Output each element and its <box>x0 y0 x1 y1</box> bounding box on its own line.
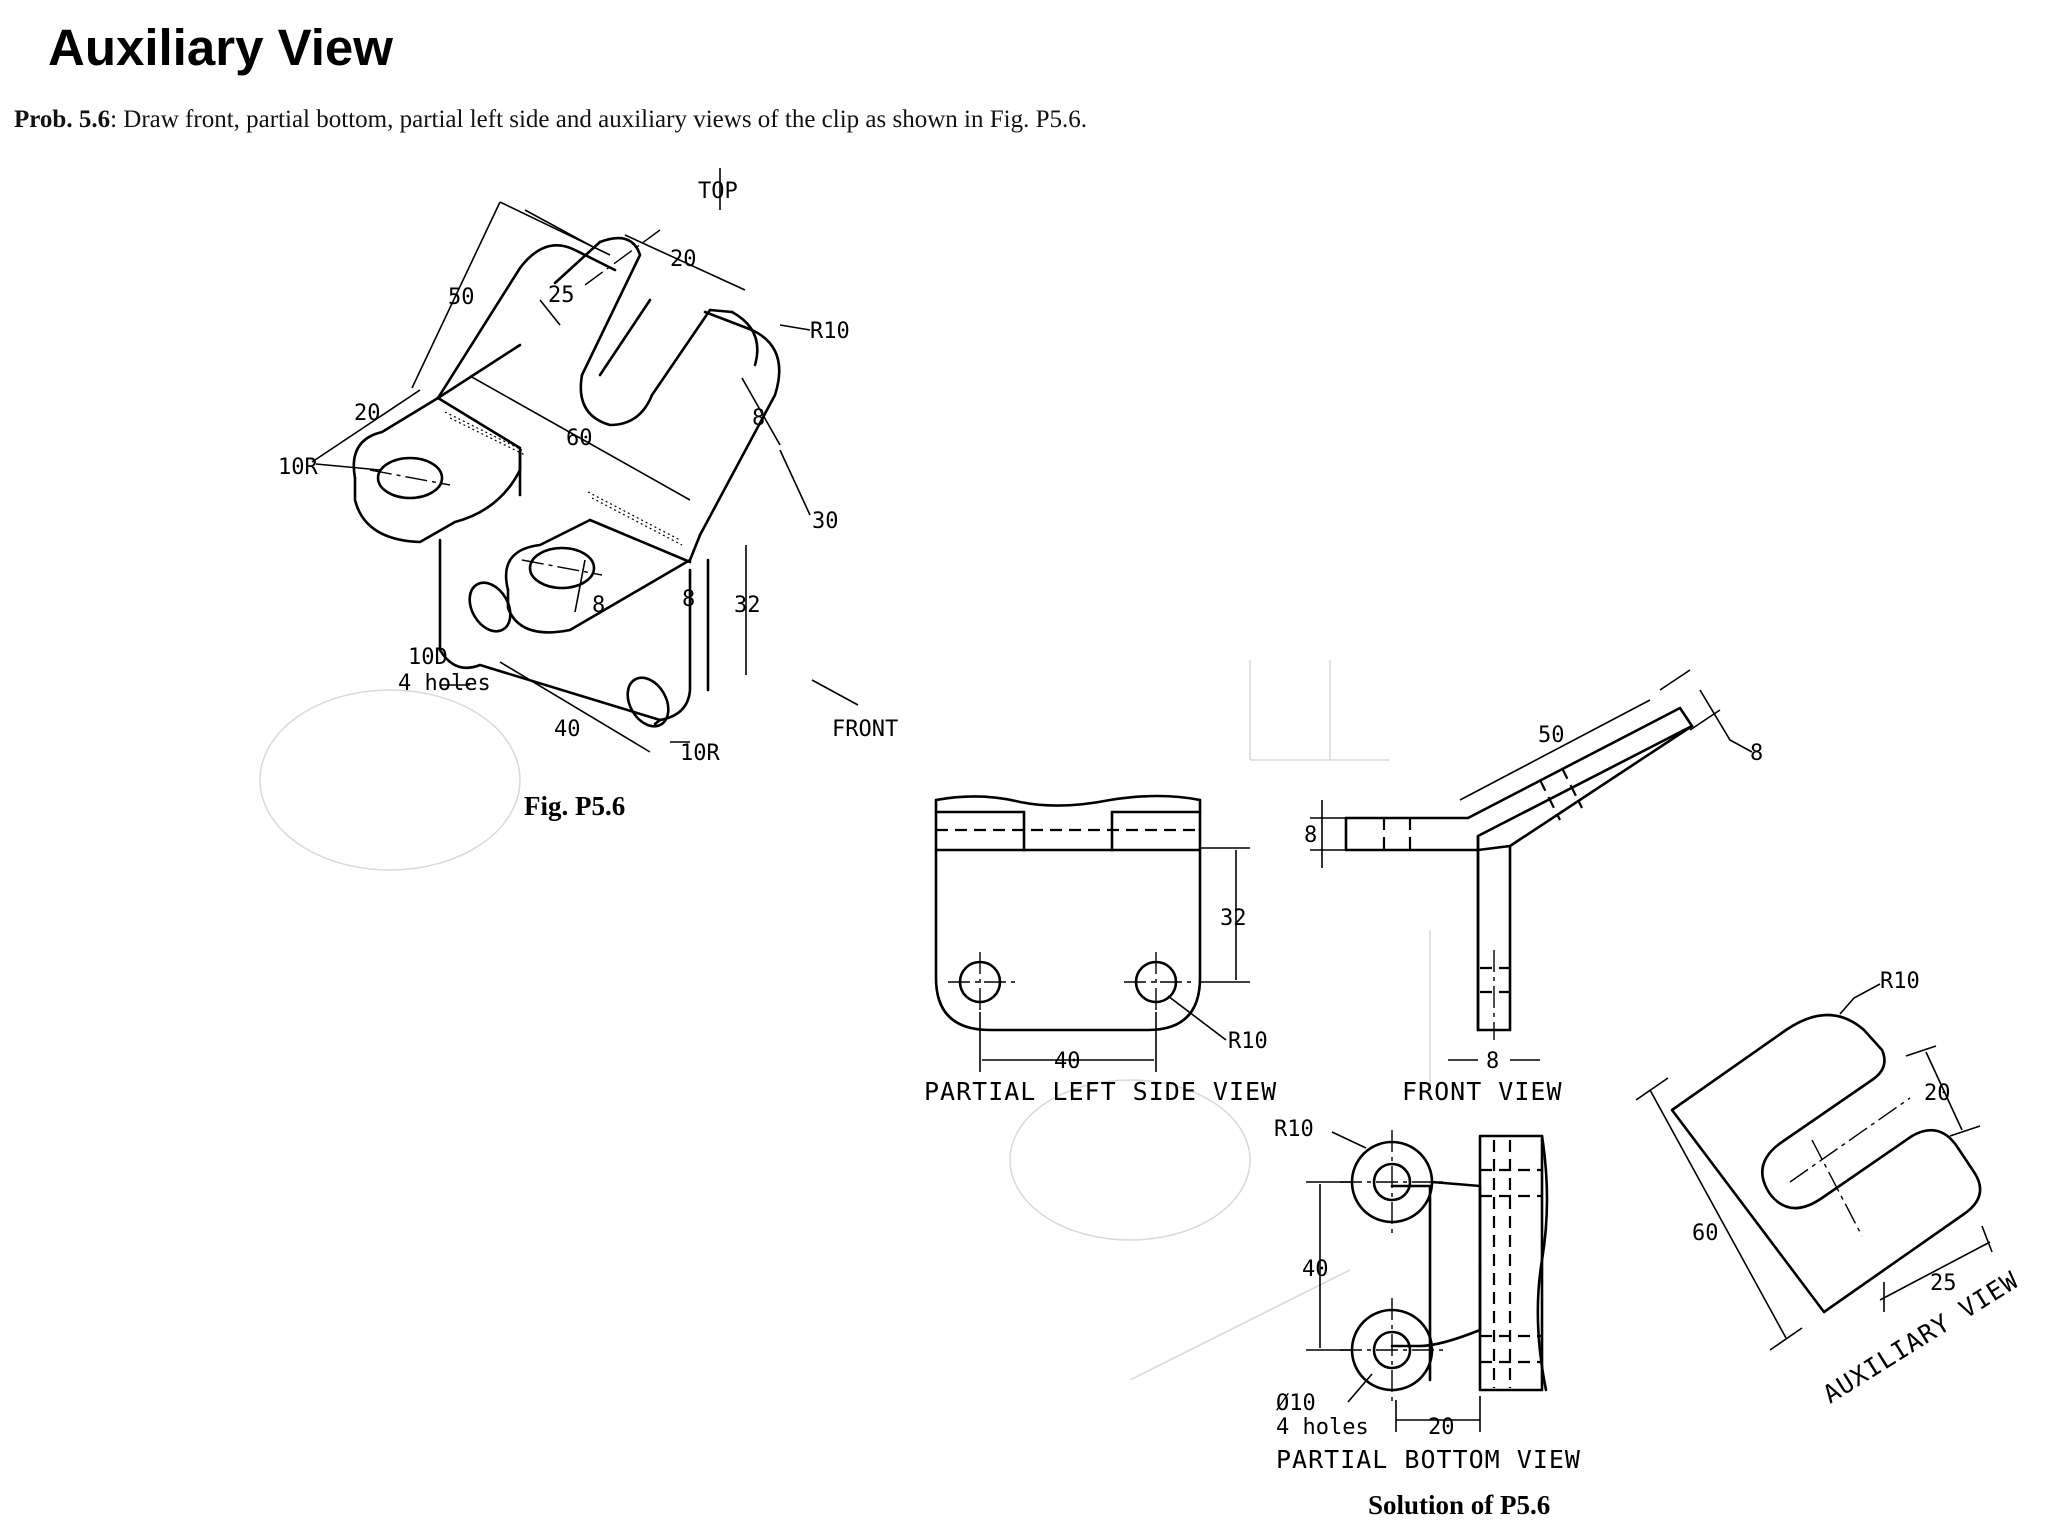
aux-dim-r10: R10 <box>1880 969 1920 994</box>
iso-dim-r10-bottom: 10R <box>680 741 720 766</box>
bottom-view-label: PARTIAL BOTTOM VIEW <box>1276 1445 1581 1474</box>
iso-dim-r10-left: 10R <box>278 455 318 480</box>
partial-left-side-view: 32 40 R10 PARTIAL LEFT SIDE VIEW <box>924 794 1277 1106</box>
isometric-figure <box>311 168 859 753</box>
iso-dim-8-arm: 8 <box>752 406 765 431</box>
front-dim-8-bottom: 8 <box>1486 1049 1499 1074</box>
iso-dim-r10-top: R10 <box>810 319 850 344</box>
aux-view-label: AUXILIARY VIEW <box>1818 1265 2024 1409</box>
front-dim-50: 50 <box>1538 723 1565 748</box>
solution-caption: Solution of P5.6 <box>1368 1490 1550 1520</box>
iso-dim-8-a: 8 <box>592 593 605 618</box>
iso-dim-8-b: 8 <box>682 587 695 612</box>
left-dim-r10: R10 <box>1228 1029 1268 1054</box>
bottom-holes-a: Ø10 <box>1276 1391 1316 1416</box>
front-dim-8-right: 8 <box>1750 741 1763 766</box>
iso-top-label: TOP <box>698 179 738 204</box>
background-sketch <box>259 660 1431 1381</box>
isometric-dimension-labels: 50 25 20 R10 8 30 20 10R 60 8 8 32 10D 4… <box>278 179 898 821</box>
iso-dim-50: 50 <box>448 285 475 310</box>
partial-bottom-view: R10 40 Ø10 4 holes 20 PARTIAL BOTTOM VIE… <box>1274 1117 1581 1474</box>
auxiliary-view: R10 20 60 25 AUXILIARY VIEW <box>1635 969 2024 1409</box>
iso-dim-60: 60 <box>566 426 593 451</box>
aux-dim-20: 20 <box>1924 1081 1951 1106</box>
front-view: 8 50 8 8 FRONT VIEW <box>1304 669 1763 1106</box>
bottom-dim-r10: R10 <box>1274 1117 1314 1142</box>
aux-dim-60: 60 <box>1692 1221 1719 1246</box>
page-title: Auxiliary View <box>48 19 393 76</box>
bottom-dim-40: 40 <box>1302 1257 1329 1282</box>
front-view-label: FRONT VIEW <box>1402 1077 1563 1106</box>
left-view-label: PARTIAL LEFT SIDE VIEW <box>924 1077 1277 1106</box>
iso-holes-label-b: 4 holes <box>398 671 491 696</box>
aux-dim-25: 25 <box>1930 1271 1957 1296</box>
problem-label: Prob. 5.6 <box>14 106 111 133</box>
iso-dim-25: 25 <box>548 283 575 308</box>
iso-dim-40: 40 <box>554 717 581 742</box>
left-dim-32: 32 <box>1220 906 1247 931</box>
iso-dim-20-left: 20 <box>354 401 381 426</box>
front-dim-8-left: 8 <box>1304 823 1317 848</box>
bottom-holes-b: 4 holes <box>1276 1415 1369 1440</box>
iso-front-label: FRONT <box>832 717 898 742</box>
iso-holes-label-a: 10D <box>408 645 448 670</box>
problem-text: : Draw front, partial bottom, partial le… <box>110 106 1087 133</box>
iso-dim-32: 32 <box>734 593 761 618</box>
problem-statement: Prob. 5.6: Draw front, partial bottom, p… <box>14 102 1124 138</box>
iso-dim-20-top: 20 <box>670 247 697 272</box>
fig-caption: Fig. P5.6 <box>524 791 625 821</box>
iso-dim-30: 30 <box>812 509 839 534</box>
left-dim-40: 40 <box>1054 1049 1081 1074</box>
bottom-dim-20: 20 <box>1428 1415 1455 1440</box>
